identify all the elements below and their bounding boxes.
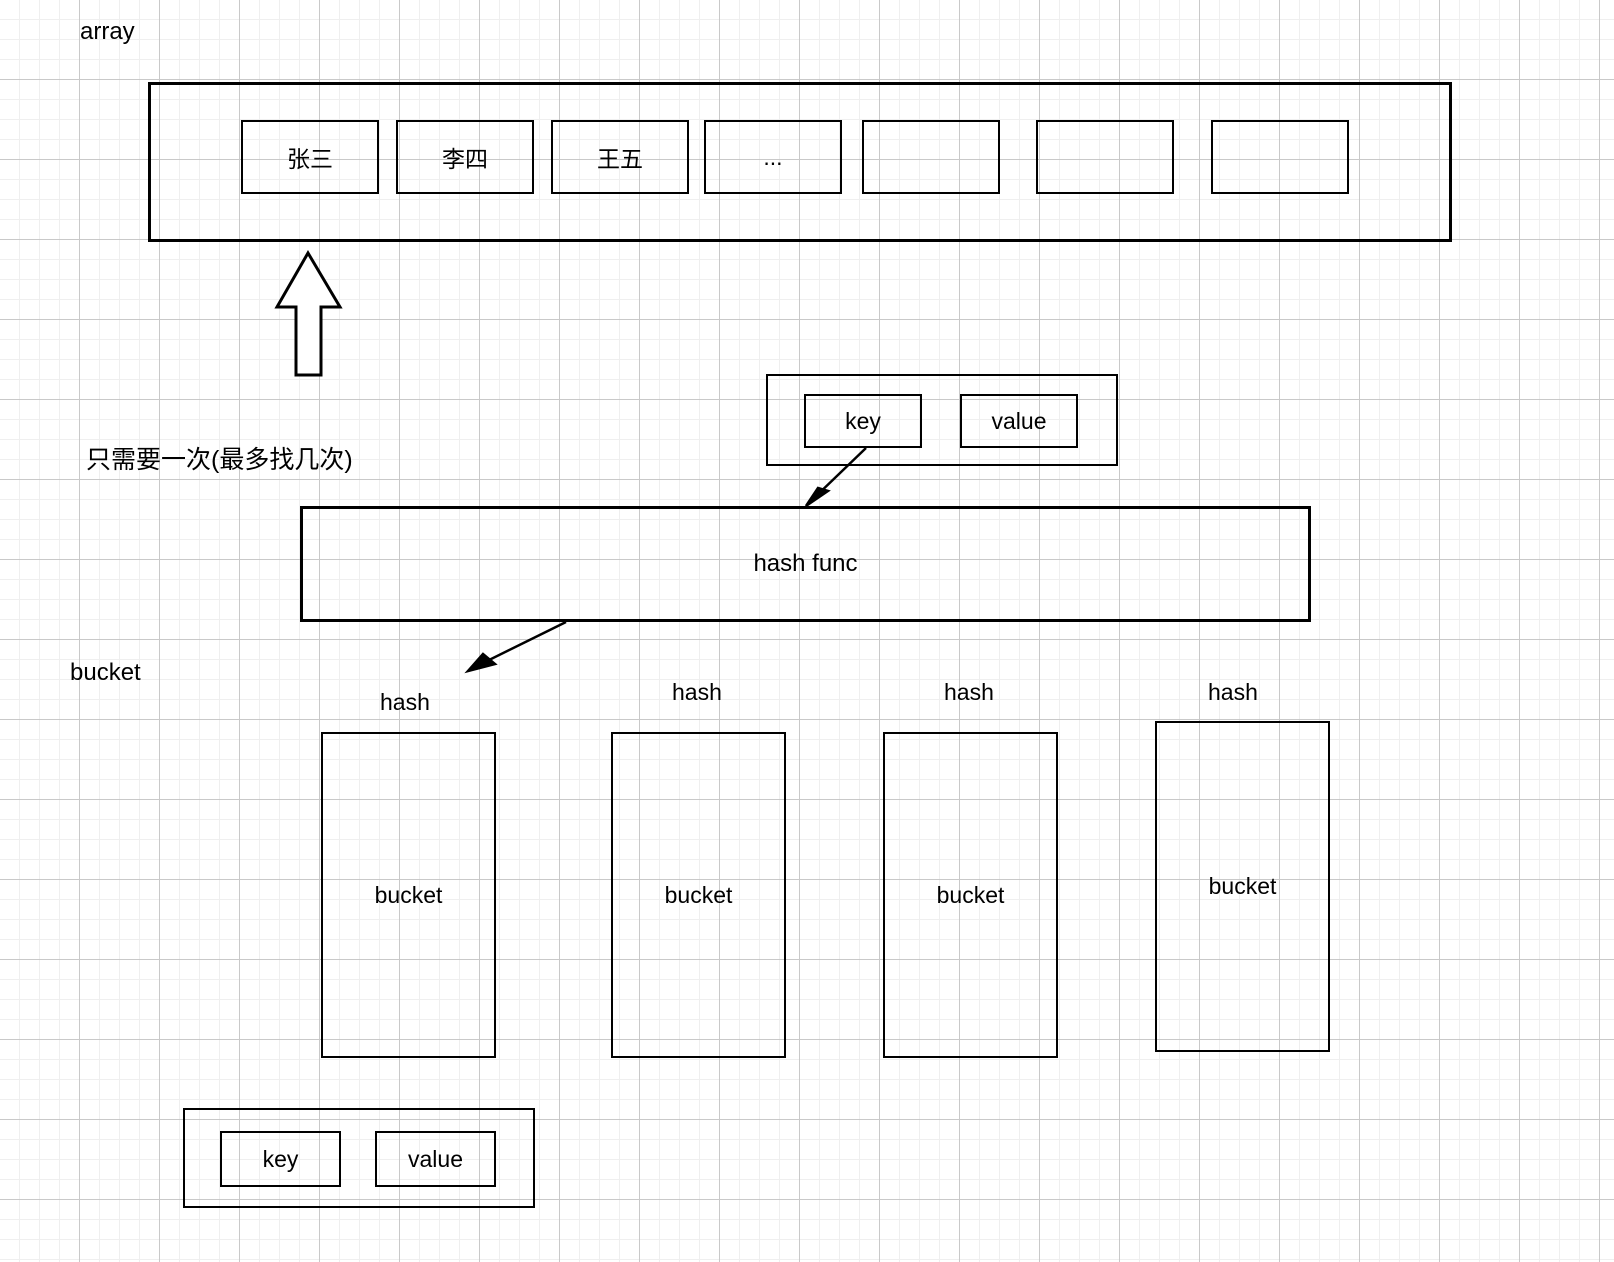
bucket-3-hash-label: hash [1208,679,1258,705]
array-container [148,82,1452,242]
hash-func-box[interactable] [300,506,1311,622]
bucket-3-box[interactable] [1155,721,1330,1052]
hashfunc-to-bucket-arrow-line [480,620,567,666]
bucket-section-label: bucket [70,659,141,686]
hashfunc-to-bucket-arrowhead [464,652,498,674]
bucket-1-hash-label: hash [672,679,722,705]
kv-bottom-value-box[interactable]: value [375,1131,496,1187]
up-block-arrow [274,250,343,377]
bucket-2-hash-label: hash [944,679,994,705]
bucket-2-box[interactable] [883,732,1058,1058]
kv-top-key-box[interactable]: key [804,394,922,448]
bucket-0-hash-label: hash [380,689,430,715]
key-to-hashfunc-arrowhead [804,486,831,508]
kv-pair-top-container [766,374,1118,466]
array-cell-2[interactable]: 王五 [551,120,689,194]
array-cell-4[interactable] [862,120,1000,194]
kv-bottom-key-box[interactable]: key [220,1131,341,1187]
bucket-0-box[interactable] [321,732,496,1058]
array-label: array [80,18,135,45]
array-cell-6[interactable] [1211,120,1349,194]
array-cell-5[interactable] [1036,120,1174,194]
array-cell-3[interactable]: ... [704,120,842,194]
array-cell-1[interactable]: 李四 [396,120,534,194]
lookup-note-label: 只需要一次(最多找几次) [86,446,353,474]
kv-top-value-box[interactable]: value [960,394,1078,448]
kv-pair-bottom-container [183,1108,535,1208]
bucket-1-box[interactable] [611,732,786,1058]
array-cell-0[interactable]: 张三 [241,120,379,194]
